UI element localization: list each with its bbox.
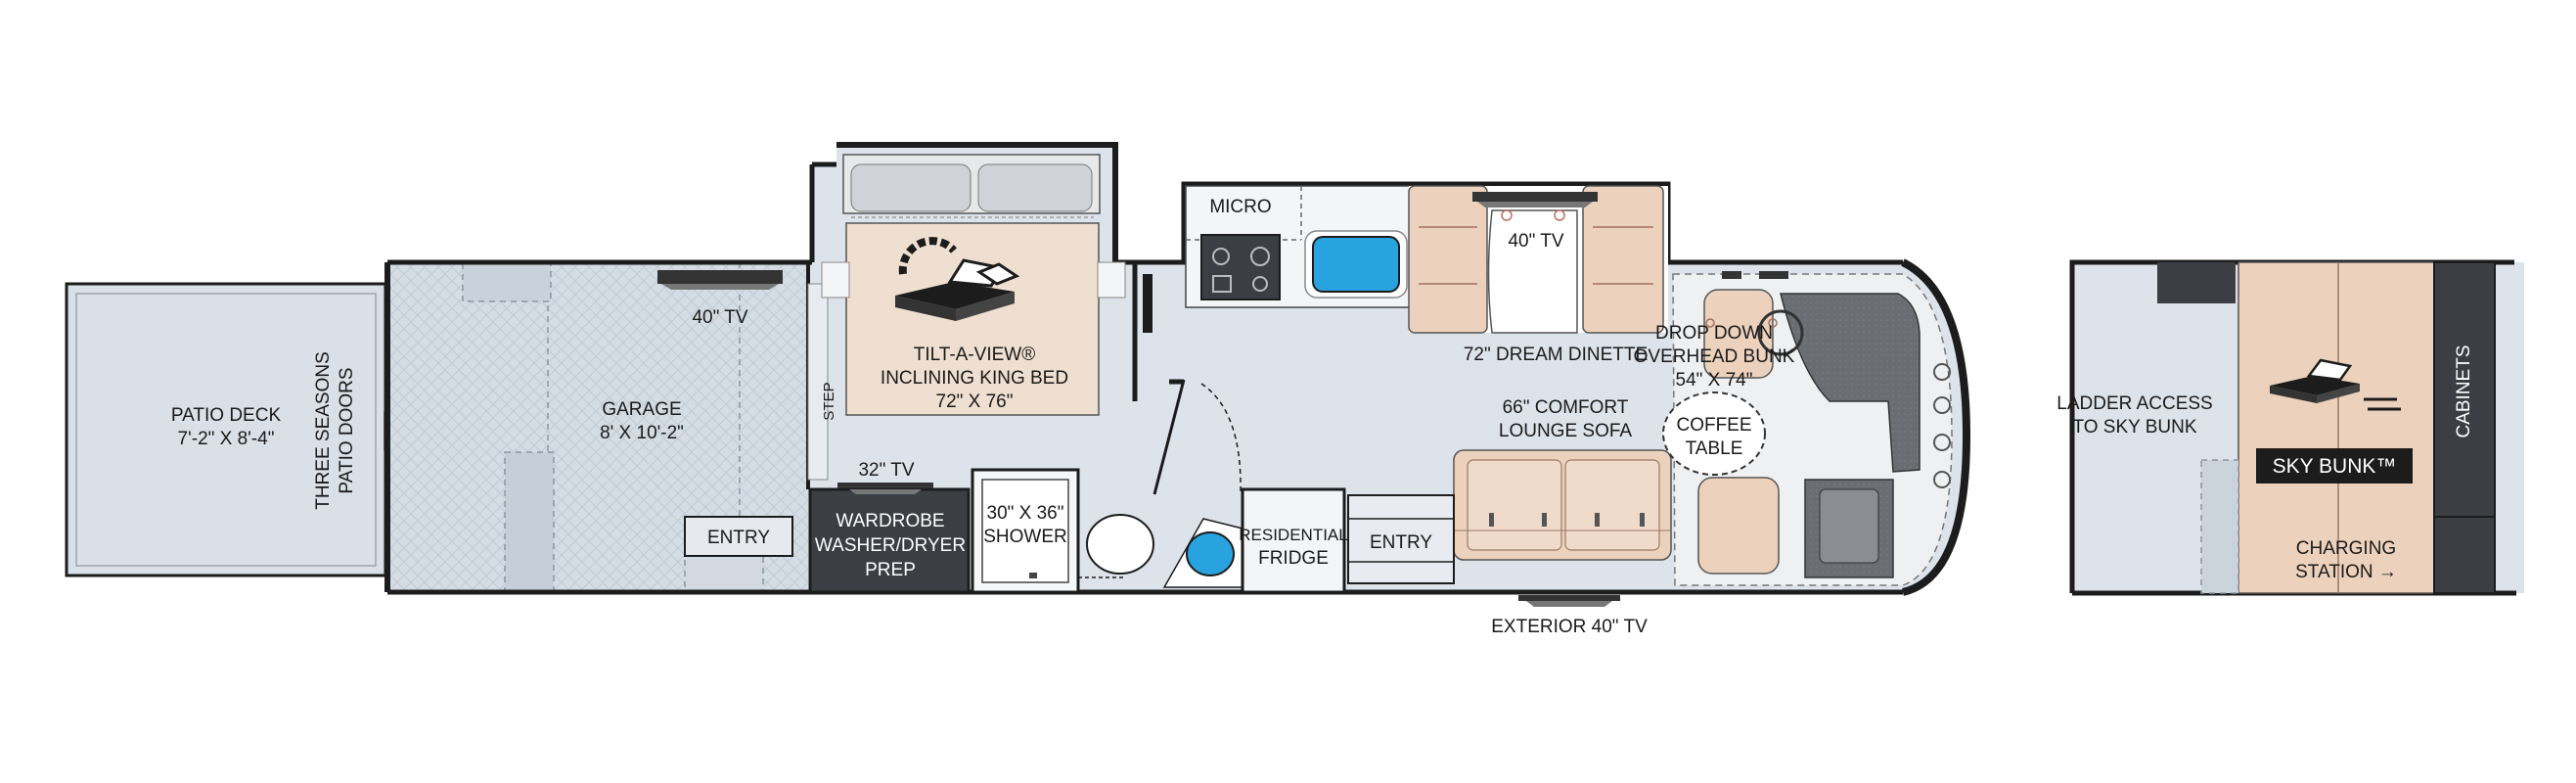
cockpit: DROP DOWN OVERHEAD BUNK 54" X 74": [1634, 271, 1953, 586]
coffee-table-label-1: COFFEE: [1676, 415, 1751, 436]
patio-deck-size: 7'-2" X 8'-4": [178, 429, 275, 449]
dinette-tv-label: 40" TV: [1508, 231, 1563, 252]
residential-fridge: RESIDENTIAL FRIDGE: [1239, 487, 1348, 594]
bed-label-1: TILT-A-VIEW®: [914, 345, 1035, 365]
cooktop-icon: [1200, 234, 1281, 300]
bunk-label-3: 54" X 74": [1676, 370, 1753, 391]
exterior-tv: EXTERIOR 40" TV: [1491, 595, 1648, 637]
bed-label-3: 72" X 76": [936, 392, 1014, 412]
dinette: 40" TV 72" DREAM DINETTE: [1408, 185, 1668, 365]
patio-deck: PATIO DECK 7'-2" X 8'-4": [65, 282, 389, 577]
coffee-table-label-2: TABLE: [1686, 438, 1743, 459]
bunk-label-1: DROP DOWN: [1655, 323, 1773, 344]
patio-doors-label-1: THREE SEASONS: [313, 351, 334, 510]
dinette-label: 72" DREAM DINETTE: [1464, 345, 1648, 365]
rear-entry-label: ENTRY: [707, 528, 770, 548]
garage-tv-label: 40" TV: [692, 307, 747, 328]
wardrobe-label-1: WARDROBE: [836, 511, 944, 531]
bunk-label-2: OVERHEAD BUNK: [1634, 346, 1795, 367]
garage: 40" TV GARAGE 8' X 10'-2": [600, 270, 783, 443]
ladder-label-2: TO SKY BUNK: [2072, 417, 2196, 438]
micro-label: MICRO: [1209, 197, 1271, 217]
lounge-sofa: 66" COMFORT LOUNGE SOFA: [1453, 397, 1672, 561]
wardrobe: 32" TV WARDROBE WASHER/DRYER PREP: [808, 460, 971, 594]
wardrobe-label-3: PREP: [865, 560, 916, 580]
front-entry-label: ENTRY: [1370, 532, 1432, 553]
step-label: STEP: [821, 382, 837, 420]
shower-label-2: SHOWER: [983, 527, 1067, 547]
patio-deck-label: PATIO DECK: [171, 405, 282, 426]
inclining-bed-icon: [895, 237, 1020, 321]
bed-label-2: INCLINING KING BED: [881, 368, 1068, 389]
kitchen-sink-icon: [1312, 236, 1400, 293]
sofa-label-1: 66" COMFORT: [1503, 397, 1629, 418]
sky-bunk-inset: SKY BUNK™ LADDER ACCESS TO SKY BUNK CABI…: [2056, 259, 2524, 596]
rear-entry: ENTRY: [684, 516, 793, 557]
ladder-label-1: LADDER ACCESS: [2056, 393, 2212, 414]
fridge-label-2: FRIDGE: [1258, 548, 1329, 569]
garage-label: GARAGE: [602, 399, 681, 420]
steering-wheel-icon: [1757, 309, 1804, 356]
wardrobe-tv-label: 32" TV: [858, 460, 914, 481]
kitchen: MICRO: [1185, 185, 1412, 308]
coffee-table: COFFEE TABLE: [1662, 392, 1766, 476]
sky-bunk-bed-icon: [2270, 358, 2401, 411]
wardrobe-label-2: WASHER/DRYER: [815, 535, 966, 556]
charging-label-2: STATION →: [2295, 562, 2397, 582]
sky-bunk-label: SKY BUNK™: [2273, 455, 2397, 478]
charging-label-1: CHARGING: [2296, 538, 2396, 559]
front-entry: ENTRY: [1347, 494, 1455, 584]
exterior-tv-label: EXTERIOR 40" TV: [1491, 617, 1648, 637]
fridge-label-1: RESIDENTIAL: [1239, 526, 1347, 544]
bathroom: 30" X 36" SHOWER: [971, 468, 1243, 594]
cabinets-label: CABINETS: [2454, 345, 2474, 438]
garage-size: 8' X 10'-2": [600, 423, 684, 443]
shower-label-1: 30" X 36": [987, 503, 1064, 524]
bath-sink-icon: [1186, 531, 1235, 576]
sofa-label-2: LOUNGE SOFA: [1499, 421, 1633, 441]
patio-doors-label-2: PATIO DOORS: [337, 367, 357, 493]
bedroom: TILT-A-VIEW® INCLINING KING BED 72" X 76…: [821, 154, 1126, 416]
